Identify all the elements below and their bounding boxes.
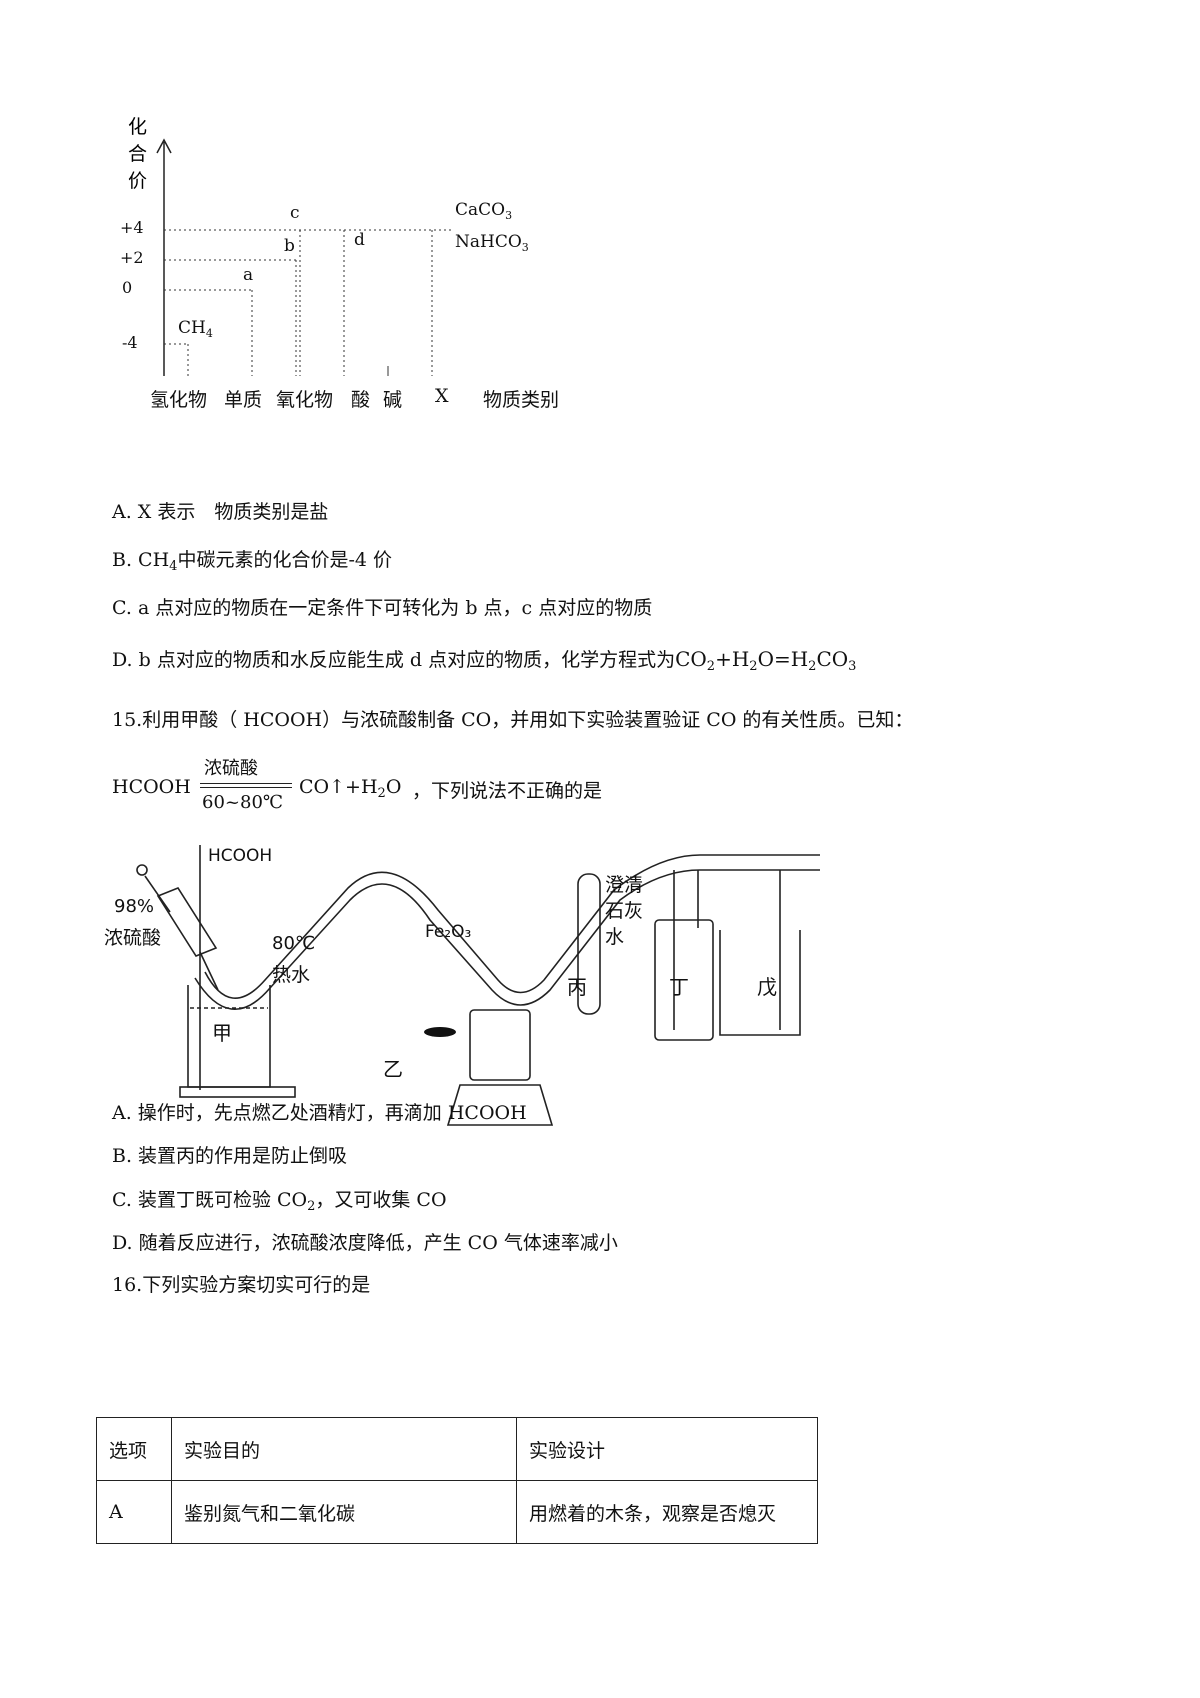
label-hot-water: 热水 (272, 964, 311, 986)
y-axis-arrow (156, 138, 172, 154)
q14-option-b: B. CH4中碳元素的化合价是-4 价 (112, 549, 392, 574)
point-d: d (354, 230, 365, 250)
eq-arrow-line-1 (200, 783, 292, 784)
salt-nahco3: NaHCO3 (455, 232, 529, 254)
funnel-body (156, 887, 218, 957)
q15-stem: 15.利用甲酸（ HCOOH）与浓硫酸制备 CO，并用如下实验装置验证 CO 的… (112, 709, 914, 731)
funnel-stem (199, 951, 219, 991)
q14-option-c: C. a 点对应的物质在一定条件下可转化为 b 点，c 点对应的物质 (112, 597, 653, 619)
point-ch4: CH4 (178, 318, 213, 340)
beaker-wu (719, 930, 801, 1036)
q15-option-b: B. 装置丙的作用是防止倒吸 (112, 1145, 348, 1167)
y-label-2: 合 (128, 143, 147, 165)
cell-option: A (96, 1480, 172, 1544)
label-yi: 乙 (383, 1057, 403, 1081)
label-jia: 甲 (212, 1021, 232, 1045)
fe2o3-sample (424, 1027, 456, 1037)
q15-equation: HCOOH 浓硫酸 60~80℃ CO↑+H2O ，下列说法不正确的是 (112, 758, 672, 816)
stand-base (179, 1086, 296, 1098)
eq-condition-top: 浓硫酸 (204, 758, 258, 779)
label-ding: 丁 (669, 975, 689, 999)
ytick-0-label: 0 (122, 278, 133, 297)
label-bing: 丙 (567, 975, 587, 999)
point-c: c (290, 203, 300, 223)
apparatus-diagram (136, 845, 820, 1126)
cat-hydride: 氢化物 (150, 389, 208, 411)
y-label-3: 价 (128, 170, 147, 192)
q14-option-d: D. b 点对应的物质和水反应能生成 d 点对应的物质，化学方程式为CO2+H2… (112, 647, 857, 674)
lamp-shield (469, 1009, 531, 1081)
q15-option-c: C. 装置丁既可检验 CO2，又可收集 CO (112, 1189, 447, 1214)
ytick-plus4-label: +4 (120, 218, 144, 237)
eq-reactant: HCOOH (112, 776, 191, 798)
cell-design: 用燃着的木条，观察是否熄灭 (516, 1480, 818, 1544)
valence-chart-guides (164, 229, 454, 376)
point-a: a (243, 265, 254, 285)
label-80c: 80℃ (272, 933, 316, 954)
eq-arrow-line-2 (200, 787, 292, 788)
q15-option-a: A. 操作时，先点燃乙处酒精灯，再滴加 HCOOH (112, 1102, 527, 1124)
label-98pct: 98% (114, 896, 155, 917)
cat-element: 单质 (224, 389, 263, 411)
cat-oxide: 氧化物 (276, 389, 334, 411)
valence-chart: 化 合 价 +4 +2 0 -4 (128, 116, 172, 376)
cat-axis-title: 物质类别 (483, 389, 560, 411)
table-header-row: 选项 实验目的 实验设计 (96, 1417, 818, 1481)
bottle-ding (654, 919, 714, 1041)
w-tube-outer (194, 869, 820, 1011)
funnel-neck (144, 875, 171, 913)
q15-option-d: D. 随着反应进行，浓硫酸浓度降低，产生 CO 气体速率减小 (112, 1232, 618, 1254)
alcohol-lamp (446, 1084, 554, 1126)
eq-product: CO↑+H2O (299, 776, 402, 801)
y-label-1: 化 (128, 116, 147, 138)
q14-option-a: A. X 表示 物质类别是盐 (112, 501, 329, 523)
q16-stem: 16.下列实验方案切实可行的是 (112, 1274, 371, 1296)
th-option: 选项 (96, 1417, 172, 1481)
test-tube-bing (577, 873, 601, 1015)
w-tube-inner (204, 854, 820, 999)
label-conc-acid: 浓硫酸 (104, 927, 162, 949)
beaker-jia (187, 985, 271, 1088)
cell-purpose: 鉴别氮气和二氧化碳 (171, 1480, 517, 1544)
label-lime-3: 水 (605, 926, 625, 948)
point-b: b (284, 236, 295, 256)
label-fe2o3: Fe₂O₃ (425, 922, 472, 942)
ytick-plus2-label: +2 (120, 248, 144, 267)
label-lime-2: 石灰 (605, 900, 644, 922)
th-design: 实验设计 (516, 1417, 818, 1481)
label-hcooh: HCOOH (208, 846, 273, 866)
funnel-bulb (136, 864, 148, 876)
ytick-minus4-label: -4 (122, 333, 138, 352)
cat-x: X (435, 385, 449, 407)
q16-table: 选项 实验目的 实验设计 A 鉴别氮气和二氧化碳 用燃着的木条，观察是否熄灭 (96, 1417, 818, 1544)
cat-acid: 酸 (351, 389, 371, 411)
eq-condition-bottom: 60~80℃ (202, 792, 284, 813)
th-purpose: 实验目的 (171, 1417, 517, 1481)
table-row: A 鉴别氮气和二氧化碳 用燃着的木条，观察是否熄灭 (96, 1480, 818, 1544)
label-lime-1: 澄清 (605, 874, 644, 896)
label-wu: 戊 (757, 975, 777, 999)
eq-tail: ，下列说法不正确的是 (412, 780, 603, 802)
salt-caco3: CaCO3 (455, 200, 513, 222)
cat-base: 碱 (383, 389, 403, 411)
